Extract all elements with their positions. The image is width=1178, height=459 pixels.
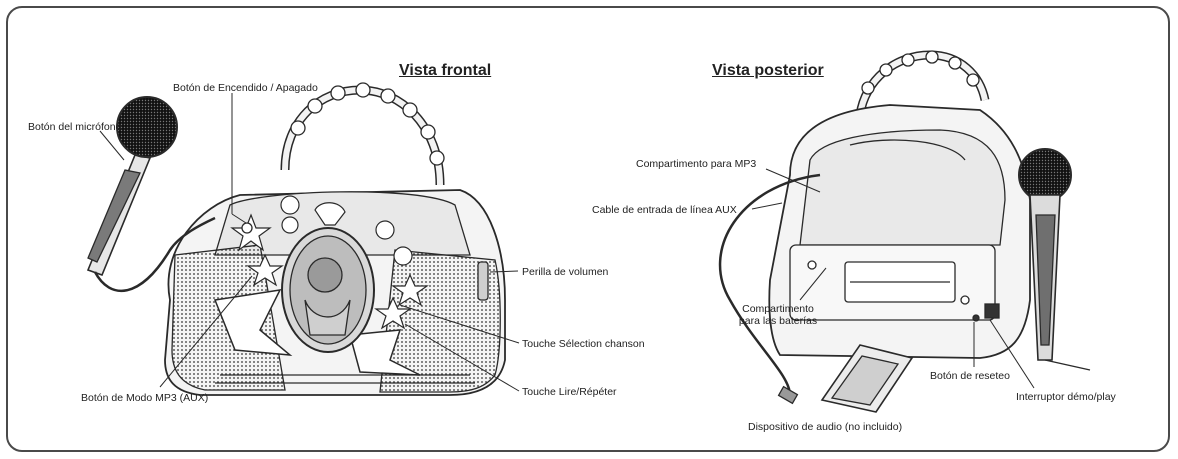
label-aux-cable: Cable de entrada de línea AUX — [592, 204, 737, 216]
back-demo-switch — [985, 304, 999, 318]
label-mic-button: Botón del micrófono — [28, 121, 121, 133]
back-speaker-illustration — [720, 51, 1090, 412]
front-power-button — [242, 223, 252, 233]
label-volume-knob: Perilla de volumen — [522, 266, 608, 278]
front-volume-knob — [478, 262, 488, 300]
front-handle — [285, 83, 444, 185]
label-mp3-compartment: Compartimento para MP3 — [636, 158, 756, 170]
label-play-repeat: Touche Lire/Répéter — [522, 386, 617, 398]
back-view-heading: Vista posterior — [712, 62, 824, 80]
label-battery-compartment: Compartimento para las baterías — [720, 303, 836, 327]
label-power-button: Botón de Encendido / Apagado — [173, 82, 318, 94]
back-reset-button — [973, 315, 979, 321]
label-reset-button: Botón de reseteo — [930, 370, 1010, 382]
label-mp3-mode: Botón de Modo MP3 (AUX) — [81, 392, 208, 404]
label-demo-switch: Interruptor démo/play — [1016, 391, 1116, 403]
label-battery-line1: Compartimento — [720, 303, 836, 315]
back-mp3-compartment — [800, 130, 1005, 245]
label-song-select: Touche Sélection chanson — [522, 338, 645, 350]
front-view-heading: Vista frontal — [399, 62, 491, 80]
label-audio-device: Dispositivo de audio (no incluido) — [748, 421, 902, 433]
front-speaker-illustration — [88, 83, 505, 395]
label-battery-line2: para las baterías — [720, 315, 836, 327]
